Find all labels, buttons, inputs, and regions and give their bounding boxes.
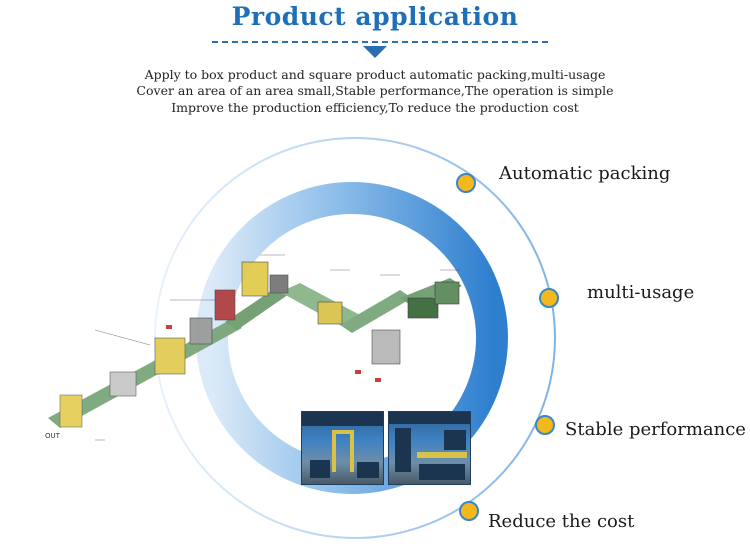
down-arrow-icon <box>363 46 387 58</box>
feature-automatic-packing: Automatic packing <box>499 163 671 184</box>
out-label: OUT <box>45 432 60 440</box>
feature-dot-4 <box>459 501 479 521</box>
page-title: Product application <box>231 2 519 31</box>
feature-dot-3 <box>535 415 555 435</box>
title-dashed-divider <box>212 41 548 43</box>
factory-photo-1 <box>301 411 384 485</box>
production-line-schematic <box>48 254 462 441</box>
feature-dot-2 <box>539 288 559 308</box>
description-line-1: Apply to box product and square product … <box>144 67 606 82</box>
feature-dot-1 <box>456 173 476 193</box>
factory-photo-2 <box>388 411 471 485</box>
feature-stable-performance: Stable performance <box>565 419 746 440</box>
description-line-3: Improve the production efficiency,To red… <box>171 100 579 115</box>
description-line-2: Cover an area of an area small,Stable pe… <box>136 83 614 98</box>
feature-multi-usage: multi-usage <box>587 282 695 303</box>
feature-reduce-the-cost: Reduce the cost <box>488 511 635 532</box>
feature-dots <box>456 173 559 521</box>
